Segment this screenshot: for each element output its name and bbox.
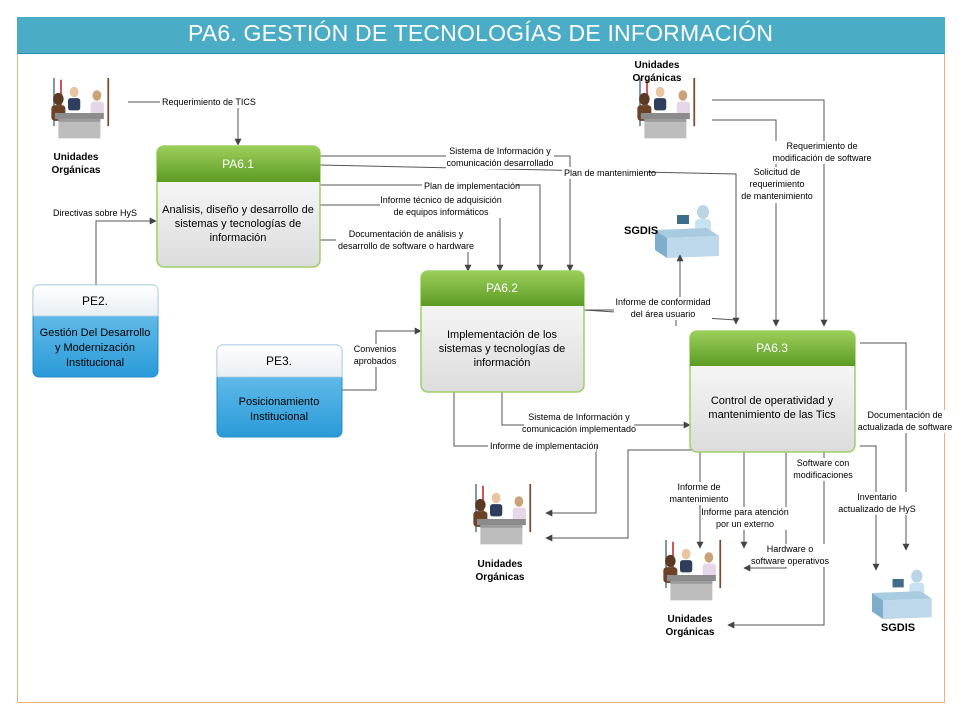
unit-label: Unidades [53,152,98,163]
label-informe-atencion: Informe para atención [701,507,789,517]
process-desc: y Modernización [55,342,135,354]
process-code: PA6.3 [756,341,788,355]
process-desc: información [474,357,531,369]
process-desc: información [210,232,267,244]
flow-directivas [95,217,157,285]
label-documentacion: desarrollo de software o hardware [338,241,474,251]
process-desc: Gestión Del Desarrollo [40,327,151,339]
flow-doc-back [545,449,696,542]
label-sist-implementado: comunicación implementado [522,424,636,434]
flow-software-mod [727,452,825,629]
label-solicitud: Solicitud de [754,167,801,177]
label-informe-implementacion: Informe de implementación [490,441,599,451]
label-informe-tecnico: Informe técnico de adquisición [380,195,502,205]
process-desc: sistemas y tecnologías de [175,218,302,230]
label-conformidad: Informe de conformidad [615,297,710,307]
label-sist-desarrollado: comunicación desarrollado [446,158,553,168]
label-informe-mantenimiento: Informe de [677,482,720,492]
process-desc: Institucional [66,357,124,369]
label-inventario: actualizado de HyS [838,504,916,514]
process-desc: Institucional [250,411,308,423]
unit-label: Orgánicas [476,572,525,583]
sgdis-label: SGDIS [624,225,658,237]
process-pa63: PA6.3 Control de operatividad y mantenim… [689,330,856,453]
label-solicitud: requerimiento [749,179,804,189]
process-pe3: PE3. Posicionamiento Institucional [216,344,343,438]
label-documentacion: Documentación de análisis y [349,229,464,239]
flow-req-tics [128,101,242,146]
label-sist-implementado: Sistema de Información y [528,412,630,422]
label-req-modificacion: modificación de software [772,153,871,163]
label-req-modificacion: Requerimiento de [786,141,857,151]
actor-unidades-top-right: Unidades Orgánicas [633,60,696,139]
label-plan-implementacion: Plan de implementación [424,181,520,191]
page-title: PA6. GESTIÓN DE TECNOLOGÍAS DE INFORMACI… [188,20,774,46]
process-code: PE3. [266,354,292,368]
process-desc: Analisis, diseño y desarrollo de [162,204,314,216]
label-sist-desarrollado: Sistema de Información y [449,146,551,156]
unit-label: Unidades [634,60,679,71]
flow-plan-implementacion [320,184,544,272]
process-code: PE2. [82,294,108,308]
label-informe-atencion: por un externo [716,519,774,529]
label-software-mod: modificaciones [793,470,853,480]
actor-sgdis-bottom: SGDIS [872,569,932,634]
label-req-tics: Requerimiento de TICS [162,97,256,107]
label-solicitud: de mantenimiento [741,191,813,201]
actor-unidades-top-left: Unidades Orgánicas [51,78,110,176]
label-inventario: Inventario [857,492,897,502]
label-hardware: Hardware o [767,544,814,554]
process-pa61: PA6.1 Analisis, diseño y desarrollo de s… [156,145,321,268]
label-directivas: Directivas sobre HyS [53,208,137,218]
process-desc: Implementación de los [447,329,558,341]
label-conformidad: del área usuario [631,309,696,319]
unit-label: Orgánicas [52,165,101,176]
label-informe-tecnico: de equipos informáticos [393,207,489,217]
label-convenios: aprobados [354,356,397,366]
flow-sist-info-desarrollado [320,155,574,272]
flow-req-modificacion [712,99,828,327]
label-software-mod: Software con [797,458,850,468]
flow-doc-actualizada [860,342,910,551]
unit-label: Unidades [667,614,712,625]
process-desc: Control de operatividad y [711,395,834,407]
label-doc-actualizada: actualizada de software [858,422,953,432]
unit-label: Unidades [477,559,522,570]
flow-labels: Requerimiento de TICS Directivas sobre H… [50,96,952,567]
label-doc-actualizada: Documentación de [867,410,942,420]
sgdis-label: SGDIS [881,622,915,634]
label-informe-mantenimiento: mantenimiento [669,494,728,504]
unit-label: Orgánicas [666,627,715,638]
actor-unidades-bottom-right: Unidades Orgánicas [663,540,722,638]
flow-hardware [743,452,787,572]
unit-label: Orgánicas [633,73,682,84]
flow-inventario [860,445,880,571]
actor-sgdis-mid: SGDIS [624,205,719,258]
process-code: PA6.1 [222,157,254,171]
label-convenios: Convenios [354,344,397,354]
flow-solicitud [712,119,780,327]
label-plan-mantenimiento: Plan de mantenimiento [564,168,656,178]
process-desc: sistemas y tecnologías de [439,343,566,355]
process-pa62: PA6.2 Implementación de los sistemas y t… [420,270,585,393]
actor-unidades-bottom-mid: Unidades Orgánicas [473,484,532,583]
process-desc: Posicionamiento [239,396,320,408]
title-bar [17,17,945,54]
process-pe2: PE2. Gestión Del Desarrollo y Modernizac… [32,284,159,378]
label-hardware: software operativos [751,556,830,566]
process-code: PA6.2 [486,281,518,295]
process-desc: mantenimiento de las Tics [708,409,836,421]
